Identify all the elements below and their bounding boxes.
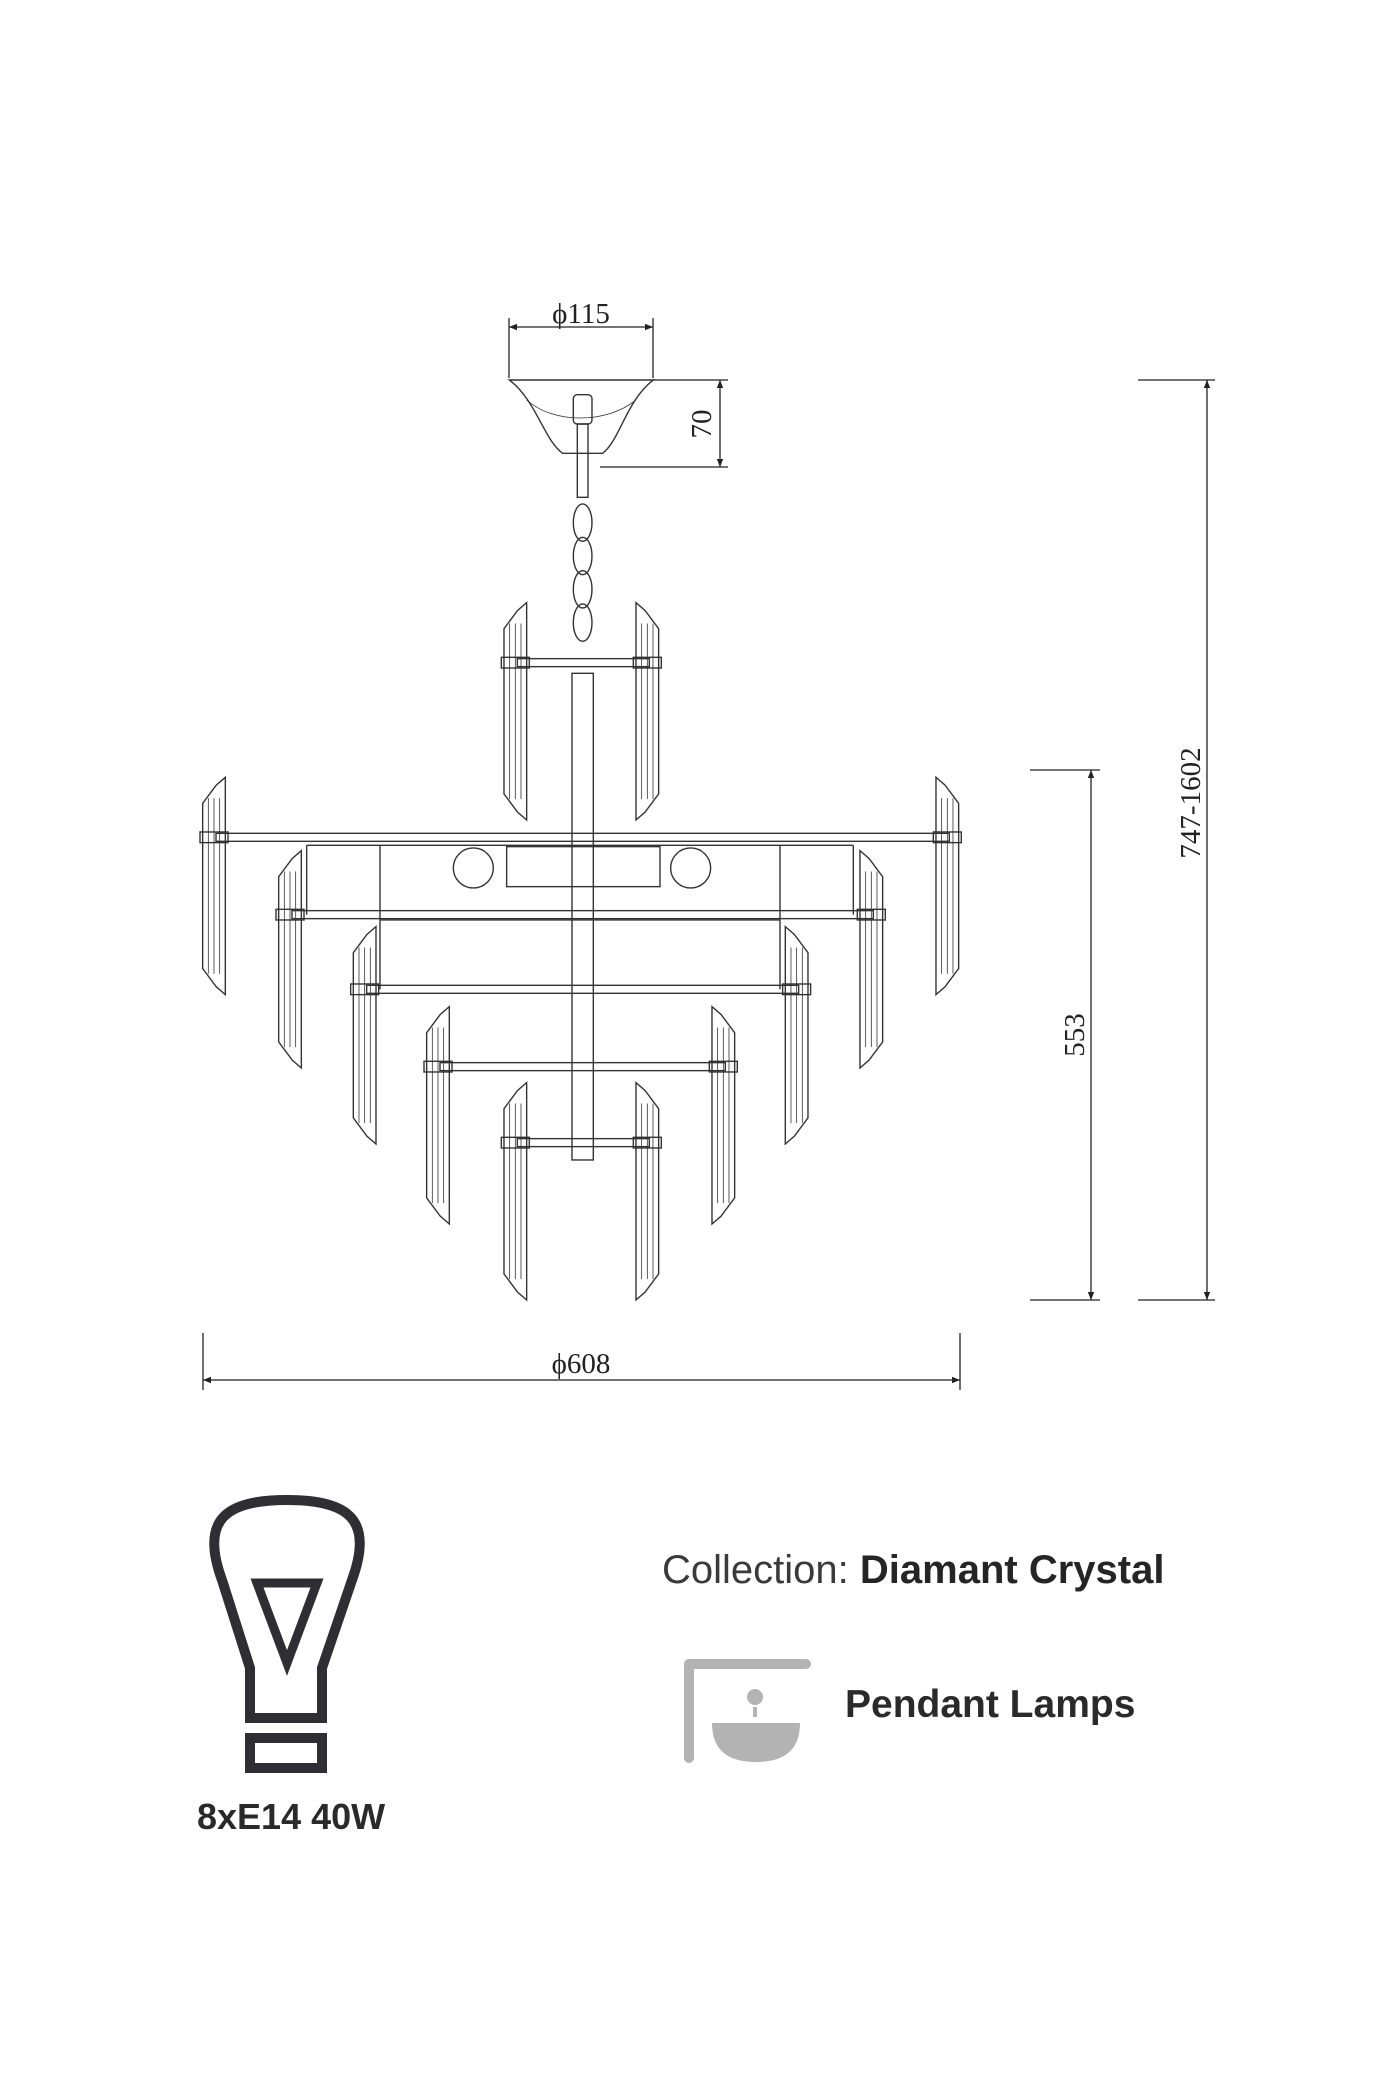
- svg-text:747-1602: 747-1602: [1175, 747, 1207, 858]
- bracket: [275, 908, 305, 921]
- chain-link: [572, 536, 593, 576]
- bracket: [781, 983, 812, 996]
- product-type: Pendant Lamps: [845, 1683, 1136, 1726]
- crystal-prism: [425, 1005, 451, 1226]
- canopy: [507, 379, 656, 455]
- stem: [576, 423, 589, 499]
- tier-bar: [215, 832, 951, 843]
- bulb: [669, 847, 712, 889]
- chain-link: [572, 503, 593, 543]
- svg-text:70: 70: [686, 410, 718, 439]
- crystal-prism: [503, 1081, 528, 1302]
- bracket: [199, 831, 229, 844]
- bracket: [632, 1136, 663, 1149]
- svg-text:ϕ608: ϕ608: [552, 1348, 611, 1380]
- crystal-prism: [503, 601, 528, 822]
- hook: [572, 393, 593, 425]
- crystal-prism: [784, 925, 809, 1146]
- chain-link: [572, 603, 593, 643]
- crystal-prism: [635, 1081, 660, 1302]
- bulb: [452, 847, 495, 889]
- dimension-canopy-diameter: ϕ115: [508, 298, 654, 378]
- crystal-prism: [635, 601, 660, 822]
- collection-key: Collection:: [662, 1548, 849, 1592]
- dimension-canopy-height: 70: [600, 379, 728, 468]
- bracket: [349, 983, 380, 996]
- tier-bar: [365, 984, 800, 995]
- tier-bar: [516, 657, 651, 668]
- tier-bar: [291, 909, 875, 920]
- chandelier-fixture: [199, 379, 963, 1302]
- crystal-prism: [935, 775, 960, 997]
- crystal-prism: [352, 925, 377, 1146]
- bracket: [500, 1136, 531, 1149]
- tier-bar: [516, 1137, 651, 1148]
- bracket: [423, 1060, 453, 1073]
- center-hub: [505, 845, 661, 888]
- crystal-prism: [859, 849, 884, 1070]
- crystal-prism: [711, 1005, 736, 1226]
- svg-text:ϕ115: ϕ115: [552, 298, 610, 330]
- bracket: [708, 1060, 739, 1073]
- tier-bar: [439, 1061, 727, 1072]
- bracket: [500, 656, 531, 669]
- crystal-prism: [201, 775, 227, 997]
- center-rod: [571, 672, 595, 1161]
- pendant-lamp-icon: [684, 1659, 811, 1763]
- collection-value: Diamant Crystal: [859, 1548, 1165, 1592]
- dimension-diameter: ϕ608: [202, 1333, 961, 1390]
- svg-text:553: 553: [1059, 1013, 1091, 1057]
- bracket: [932, 831, 963, 844]
- chain-link: [572, 569, 593, 609]
- crystal-prism: [277, 849, 303, 1070]
- bracket: [856, 908, 887, 921]
- canopy-edge: [526, 399, 637, 419]
- dimension-body-height: 553: [1030, 769, 1100, 1301]
- bulb-icon: [209, 1494, 365, 1773]
- bracket: [632, 656, 663, 669]
- collection-label: Collection: Diamant Crystal: [662, 1548, 1164, 1593]
- dimension-overall-height: 747-1602: [1138, 379, 1215, 1301]
- bulb-spec: 8xE14 40W: [197, 1796, 386, 1837]
